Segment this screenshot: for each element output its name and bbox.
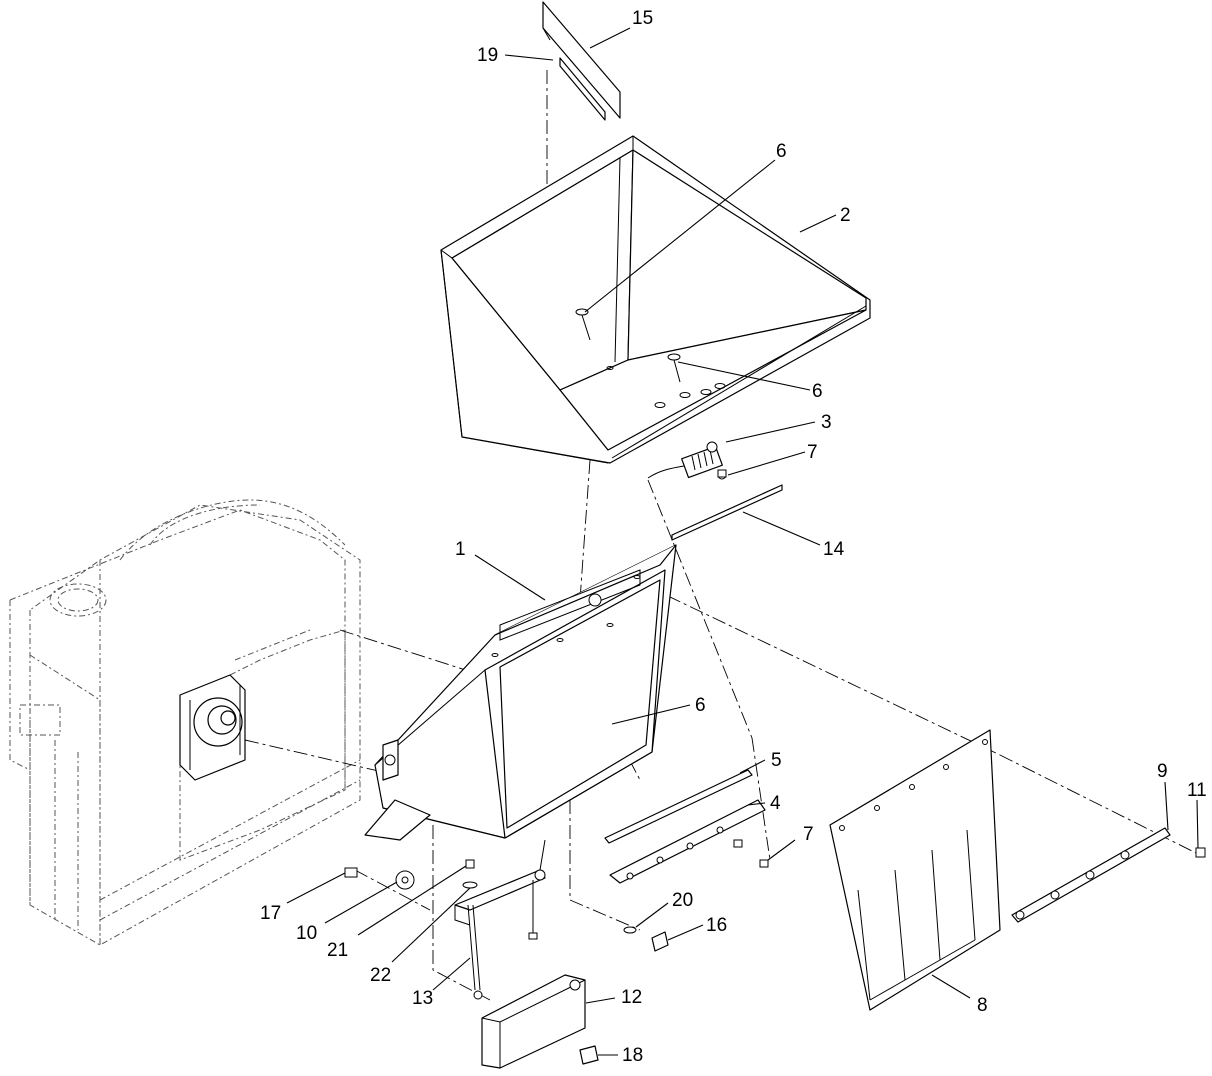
callout-2: 2 [840, 205, 851, 226]
callout-17: 17 [260, 903, 281, 924]
callout-12: 12 [621, 987, 642, 1008]
bracket-hardware [344, 839, 669, 1000]
decal-plate-15 [542, 1, 621, 121]
bolt-18 [579, 1045, 599, 1065]
callout-6-upper: 6 [776, 141, 787, 162]
clamp-bar-9 [1011, 827, 1171, 923]
callout-5: 5 [771, 750, 782, 771]
callout-11: 11 [1187, 780, 1207, 801]
callout-6-middle: 6 [812, 381, 823, 402]
callout-6-lower: 6 [695, 695, 706, 716]
callout-18: 18 [622, 1045, 643, 1066]
callout-4: 4 [770, 793, 781, 814]
support-bracket-12 [481, 974, 586, 1069]
mounting-bar-4 [609, 799, 766, 884]
callout-1: 1 [455, 539, 466, 560]
callout-labels: 15 19 6 2 6 3 7 14 1 6 5 4 7 9 11 17 10 … [260, 8, 1207, 1066]
callout-20: 20 [672, 890, 693, 911]
nut-11 [1195, 847, 1206, 858]
callout-13: 13 [412, 988, 433, 1009]
leader-lines [286, 27, 1199, 1056]
callout-16: 16 [706, 915, 727, 936]
callout-10: 10 [296, 923, 317, 944]
callout-7-upper: 7 [807, 442, 818, 463]
callout-7-lower: 7 [803, 824, 814, 845]
discharge-curtain-8 [829, 729, 1001, 1011]
rubber-flap-14 [671, 484, 783, 541]
callout-19: 19 [477, 45, 498, 66]
mounting-strip-5 [604, 769, 753, 844]
callout-22: 22 [370, 965, 391, 986]
callout-8: 8 [977, 995, 988, 1016]
callout-14: 14 [823, 539, 845, 560]
callout-15: 15 [632, 8, 653, 29]
callout-21: 21 [327, 940, 348, 961]
callout-3: 3 [821, 412, 832, 433]
callout-9: 9 [1157, 761, 1168, 782]
upper-hopper-2 [440, 135, 871, 464]
bearing-flange [179, 674, 246, 781]
interlock-switch-3 [647, 441, 727, 480]
lock-nuts-7 [717, 469, 769, 868]
lower-chute-1 [364, 544, 677, 841]
